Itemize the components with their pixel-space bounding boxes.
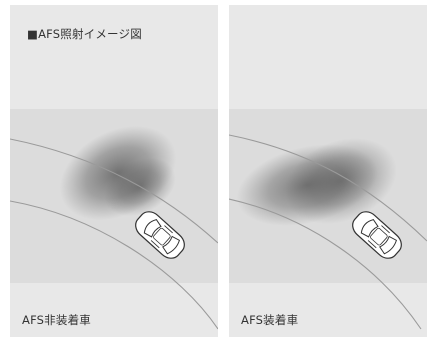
panel-without-afs: ■AFS照射イメージ図 AFS非装着車 xyxy=(10,5,218,337)
panel-with-afs: AFS装着車 xyxy=(229,5,427,337)
scene-without-afs xyxy=(10,5,218,337)
lane-line-inner xyxy=(10,200,218,330)
caption-with-afs: AFS装着車 xyxy=(241,313,299,327)
caption-without-afs: AFS非装着車 xyxy=(22,313,91,327)
car-icon xyxy=(135,211,185,259)
figure-title: ■AFS照射イメージ図 xyxy=(27,27,142,41)
scene-with-afs xyxy=(229,5,427,337)
headlight-beam-core xyxy=(285,138,397,224)
lane-line-outer xyxy=(10,138,218,244)
lane-line-outer xyxy=(229,134,427,242)
car-icon xyxy=(352,211,402,259)
lane-line-inner xyxy=(229,198,422,330)
